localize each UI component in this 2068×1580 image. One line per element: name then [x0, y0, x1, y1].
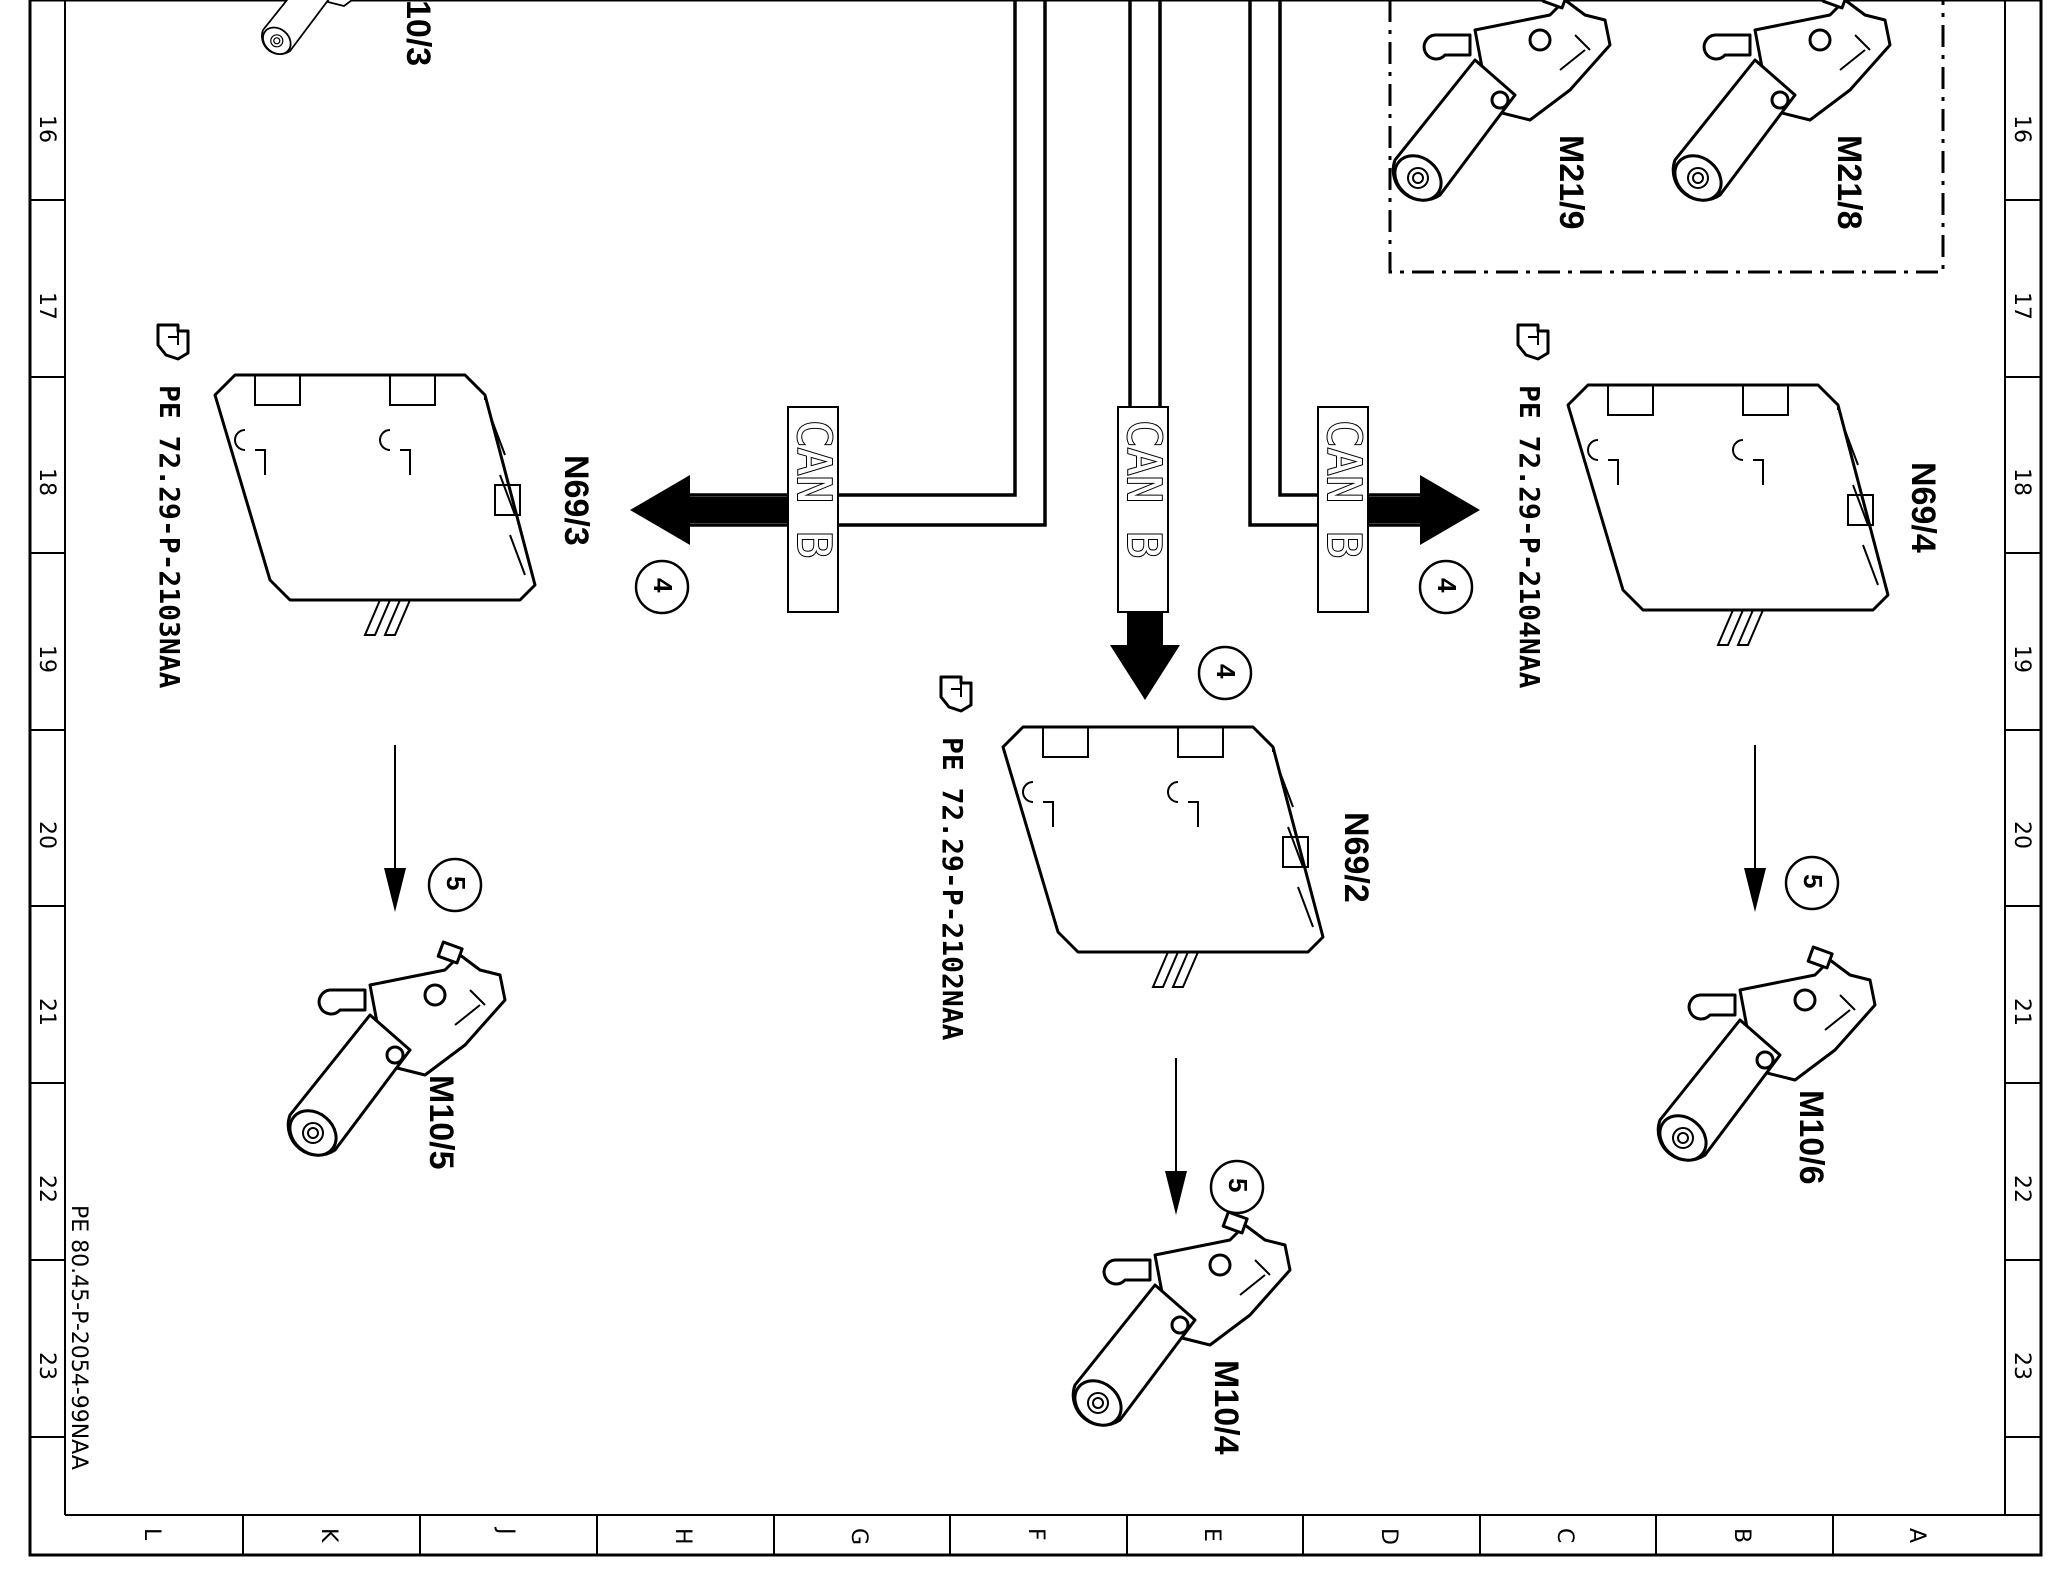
optional-equipment-boundary — [1388, 0, 1945, 274]
row-label-16: 16 — [34, 115, 59, 143]
row-ticks — [30, 199, 2041, 1438]
row-label-21: 21 — [2009, 998, 2034, 1026]
row-label-18: 18 — [2009, 468, 2034, 496]
col-label-J: J — [493, 1526, 518, 1535]
callout-5-center: 5 — [1209, 1159, 1265, 1215]
col-label-D: D — [1376, 1528, 1401, 1545]
svg-text:4: 4 — [1211, 664, 1241, 679]
col-label-G: G — [846, 1528, 871, 1545]
col-label-L: L — [139, 1528, 164, 1541]
row-label-17: 17 — [34, 292, 59, 320]
callout-4-right: 4 — [1418, 559, 1474, 615]
ref-n69-2: PE 72.29-P-2102NAA — [936, 737, 969, 1041]
col-label-B: B — [1729, 1528, 1754, 1543]
pointing-hand-icon — [939, 675, 973, 713]
label-n69-2: N69/2 — [1337, 812, 1375, 903]
row-label-23: 23 — [34, 1352, 59, 1380]
svg-text:5: 5 — [1223, 1178, 1253, 1192]
pointing-hand-icon — [1516, 323, 1550, 361]
label-m10-3: 10/3 — [399, 0, 437, 66]
document-reference: PE 80.45-P-2054-99NAA — [66, 1205, 91, 1470]
label-m10-5: M10/5 — [422, 1075, 460, 1170]
motor-m10-4 — [1064, 1210, 1292, 1436]
drawing-frame — [28, 0, 2043, 1557]
column-ticks — [242, 1515, 1834, 1555]
col-label-K: K — [316, 1528, 341, 1543]
arrowhead-right — [1420, 475, 1480, 545]
motor-m10-6 — [1649, 945, 1877, 1171]
arrowhead-left — [630, 475, 690, 545]
label-m21-8: M21/8 — [1830, 135, 1868, 230]
svg-text:4: 4 — [648, 578, 678, 593]
row-labels-right: 16 17 18 19 20 21 22 23 — [2009, 115, 2034, 1380]
row-label-19: 19 — [2009, 645, 2034, 673]
row-label-19: 19 — [34, 645, 59, 673]
module-n69-2 — [1001, 725, 1325, 989]
motor-m10-5 — [279, 940, 507, 1166]
row-labels-left: 16 17 18 19 20 21 22 23 — [34, 115, 59, 1380]
col-label-E: E — [1199, 1528, 1224, 1542]
module-n69-4 — [1566, 383, 1890, 647]
arrowhead-down — [1110, 645, 1180, 700]
ref-n69-4: PE 72.29-P-2104NAA — [1513, 385, 1546, 689]
row-label-22: 22 — [2009, 1175, 2034, 1203]
row-label-18: 18 — [34, 468, 59, 496]
row-label-20: 20 — [34, 821, 59, 849]
callout-4-left: 4 — [634, 559, 690, 615]
callout-4-center: 4 — [1197, 645, 1253, 701]
col-label-C: C — [1552, 1528, 1577, 1543]
module-n69-3 — [213, 373, 537, 637]
row-label-20: 20 — [2009, 821, 2034, 849]
label-n69-4: N69/4 — [1904, 462, 1942, 553]
column-labels: L K J H G F E D C B A — [139, 1526, 1929, 1545]
ref-n69-3: PE 72.29-P-2103NAA — [153, 385, 186, 689]
motor-m10-3 — [256, 0, 393, 61]
pointing-hand-icon — [156, 323, 190, 361]
svg-text:4: 4 — [1432, 578, 1462, 593]
label-n69-3: N69/3 — [557, 455, 595, 546]
col-label-A: A — [1904, 1528, 1929, 1543]
label-m10-6: M10/6 — [1792, 1090, 1830, 1185]
can-label-left: CAN B — [786, 406, 842, 613]
row-label-22: 22 — [34, 1175, 59, 1203]
svg-text:5: 5 — [1798, 874, 1828, 888]
callout-5-right: 5 — [1784, 855, 1840, 911]
can-label-center: CAN B — [1116, 406, 1172, 613]
svg-text:CAN B: CAN B — [1317, 420, 1371, 558]
svg-text:CAN B: CAN B — [787, 420, 841, 558]
row-label-17: 17 — [2009, 292, 2034, 320]
svg-text:CAN B: CAN B — [1117, 420, 1171, 558]
svg-text:5: 5 — [441, 876, 471, 890]
col-label-H: H — [670, 1528, 695, 1545]
col-label-F: F — [1023, 1528, 1048, 1541]
label-m21-9: M21/9 — [1552, 135, 1590, 230]
callout-5-left: 5 — [427, 857, 483, 913]
can-label-right: CAN B — [1316, 406, 1372, 613]
row-label-23: 23 — [2009, 1352, 2034, 1380]
label-m10-4: M10/4 — [1207, 1360, 1245, 1455]
row-label-21: 21 — [34, 998, 59, 1026]
arrow-shaft-left — [688, 497, 798, 523]
row-label-16: 16 — [2009, 115, 2034, 143]
motor-arrows — [384, 745, 1766, 1215]
